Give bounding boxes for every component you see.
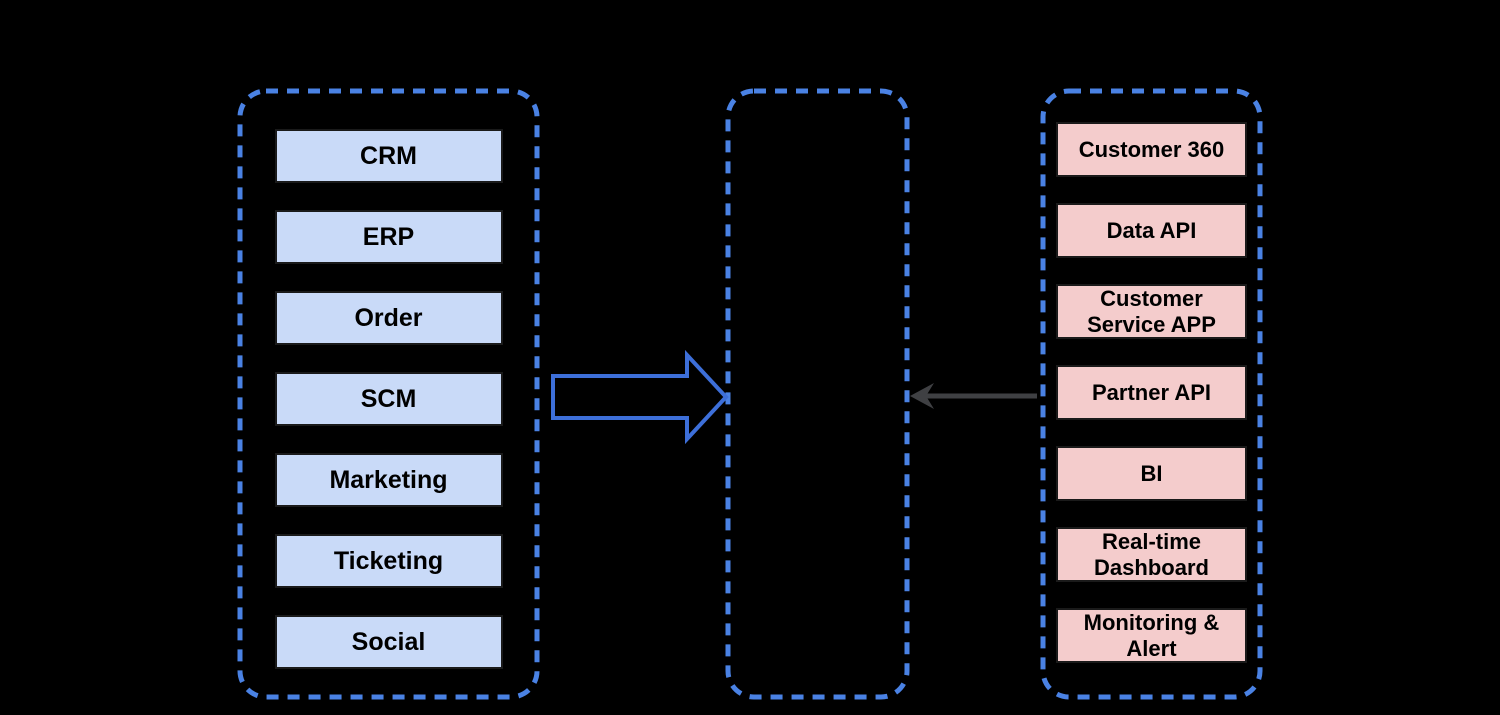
- sources-to-platform-arrow-icon: [551, 350, 729, 445]
- consumer-box-monitoring-alert: Monitoring & Alert: [1056, 608, 1247, 663]
- consumer-box-customer-service-app: Customer Service APP: [1056, 284, 1247, 339]
- source-box-marketing: Marketing: [274, 453, 503, 507]
- source-box-ticketing: Ticketing: [274, 534, 503, 588]
- platform-panel: [725, 88, 910, 700]
- consumers-panel: Customer 360 Data API Customer Service A…: [1040, 88, 1263, 700]
- platform-dashed-border: [725, 88, 910, 700]
- consumers-to-platform-arrow-icon: [910, 383, 1037, 409]
- source-box-order: Order: [274, 291, 503, 345]
- consumer-box-data-api: Data API: [1056, 203, 1247, 258]
- source-box-social: Social: [274, 615, 503, 669]
- source-box-scm: SCM: [274, 372, 503, 426]
- consumer-box-bi: BI: [1056, 446, 1247, 501]
- source-systems-panel: CRM ERP Order SCM Marketing Ticketing So…: [237, 88, 540, 700]
- source-box-erp: ERP: [274, 210, 503, 264]
- source-box-crm: CRM: [274, 129, 503, 183]
- consumer-box-partner-api: Partner API: [1056, 365, 1247, 420]
- consumer-box-customer-360: Customer 360: [1056, 122, 1247, 177]
- consumer-box-realtime-dashboard: Real-time Dashboard: [1056, 527, 1247, 582]
